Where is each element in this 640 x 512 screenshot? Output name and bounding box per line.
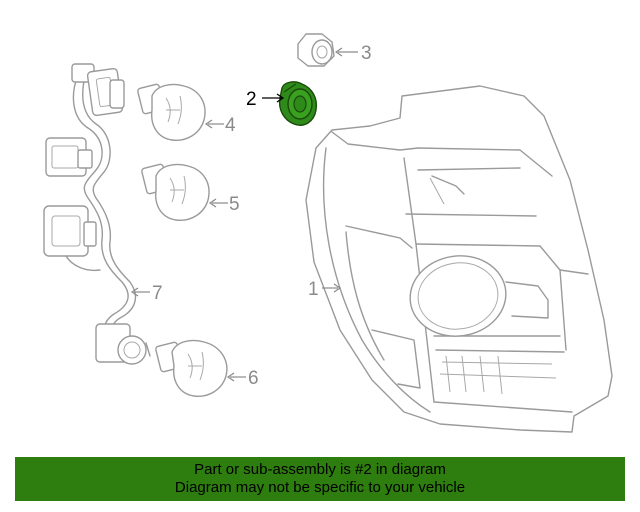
- leader-lines: [130, 47, 358, 382]
- callout-4: 4: [225, 115, 236, 136]
- callout-6: 6: [248, 368, 259, 389]
- retainer-part-2[interactable]: [278, 81, 318, 126]
- banner-line-1: Part or sub-assembly is #2 in diagram: [194, 461, 446, 478]
- nut-part-3[interactable]: [297, 33, 335, 67]
- bulb-part-4[interactable]: [137, 83, 206, 141]
- callout-3: 3: [361, 43, 372, 64]
- wiring-harness-part-7[interactable]: [43, 63, 151, 365]
- leader-line-part-2: [262, 93, 285, 103]
- callout-1: 1: [308, 279, 319, 300]
- callout-2: 2: [246, 89, 257, 110]
- bulb-part-6[interactable]: [155, 339, 228, 397]
- tail-lamp-assembly-part-1[interactable]: [305, 85, 613, 433]
- info-banner: Part or sub-assembly is #2 in diagram Di…: [15, 457, 625, 501]
- banner-line-2: Diagram may not be specific to your vehi…: [174, 479, 466, 496]
- bulb-part-5[interactable]: [141, 163, 210, 221]
- callout-5: 5: [229, 194, 240, 215]
- parts-diagram: 3 2 4 5 7 1 6: [43, 33, 613, 433]
- callout-7: 7: [152, 283, 163, 304]
